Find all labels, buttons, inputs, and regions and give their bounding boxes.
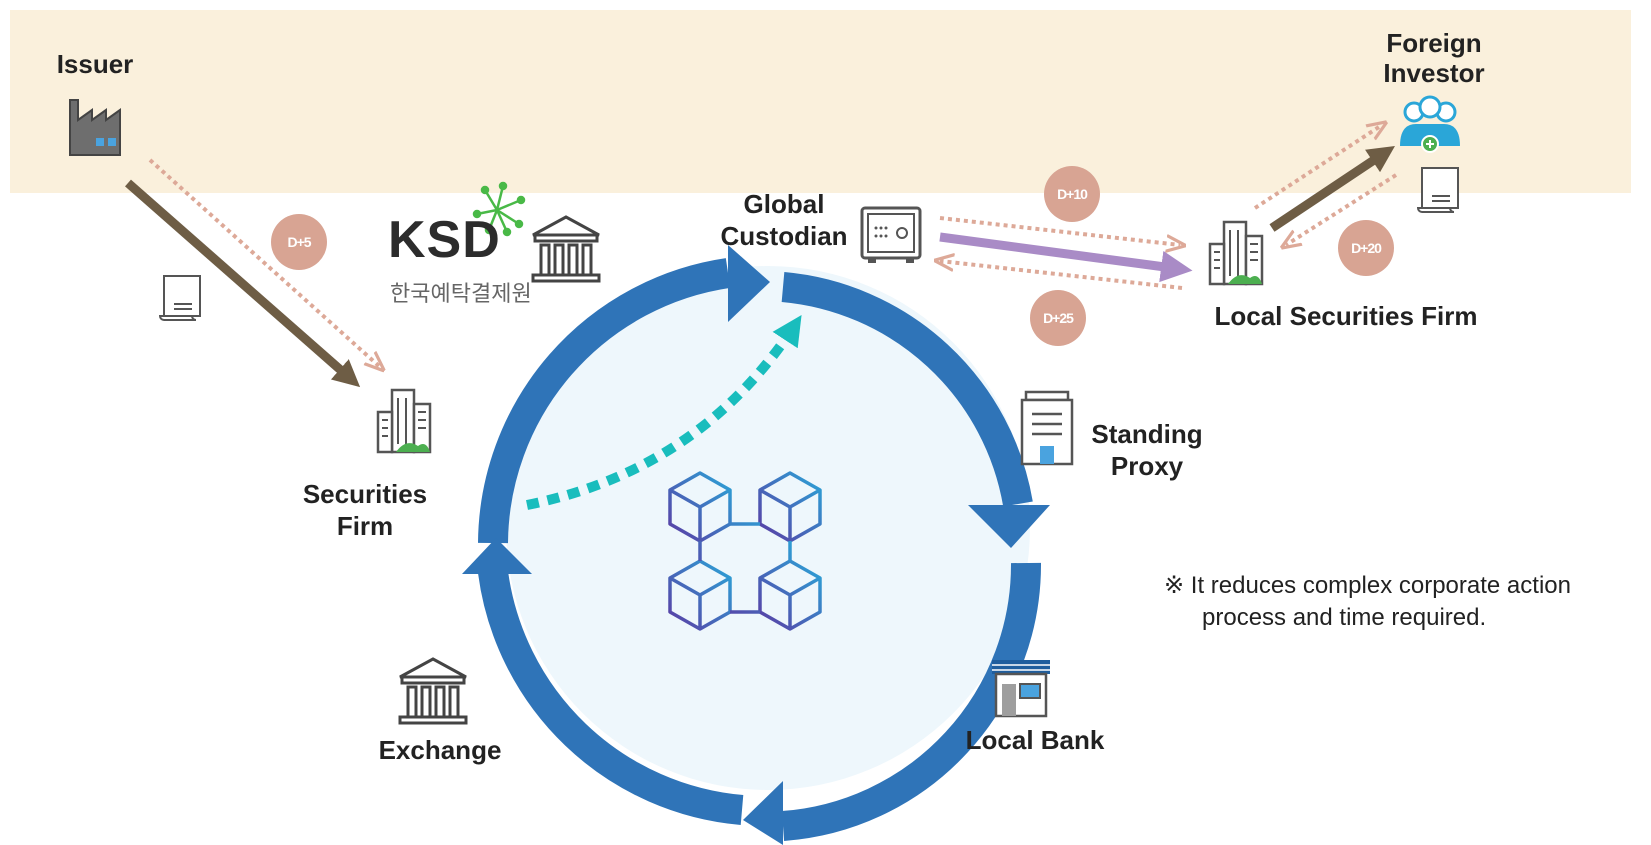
local-to-custodian-dotted-arrow <box>940 261 1183 290</box>
badge-d5: D+5 <box>271 214 327 270</box>
cycle-arrowhead-bottom <box>743 781 783 845</box>
securities-firm-label: Securities Firm <box>302 479 428 541</box>
cycle-arrowhead-top <box>728 245 770 322</box>
issuer-label: Issuer <box>56 49 134 79</box>
foreign-investor-label: Foreign Investor <box>1383 28 1485 88</box>
custodian-to-local-purple-arrow <box>939 232 1193 283</box>
factory-icon <box>69 99 121 156</box>
issuer-to-securities-solid-arrow <box>125 179 361 388</box>
local-securities-firm-label: Local Securities Firm <box>1214 301 1478 331</box>
badge-d25: D+25 <box>1030 290 1086 346</box>
cycle-arc-bottom-left <box>478 570 744 825</box>
local-to-investor-solid-arrow <box>1269 146 1395 232</box>
custodian-to-local-dotted-arrow <box>939 216 1180 245</box>
ksd-logo: KSD 한국예탁결제원 <box>388 210 538 310</box>
cycle-arc-top-left <box>478 258 731 544</box>
note-text: ※ It reduces complex corporate action pr… <box>1164 570 1571 634</box>
cycle-arrowhead-right <box>968 505 1050 548</box>
cycle-arc-top-right <box>781 272 1033 507</box>
exchange-label: Exchange <box>378 735 502 765</box>
local-bank-label: Local Bank <box>965 725 1105 755</box>
note-line-1: ※ It reduces complex corporate action <box>1164 572 1571 599</box>
safe-icon <box>860 206 922 263</box>
document-icon <box>158 275 201 321</box>
tower-building-icon <box>1020 390 1074 466</box>
cycle-arrowhead-left <box>462 538 532 574</box>
ksd-logo-text: KSD <box>388 211 501 269</box>
investor-group-icon <box>1400 95 1460 153</box>
note-line-2: process and time required. <box>1202 604 1487 631</box>
standing-proxy-label: Standing Proxy <box>1091 419 1203 481</box>
ksd-logo-mark <box>472 181 526 237</box>
office-building-icon <box>1208 220 1264 286</box>
badge-d20: D+20 <box>1338 220 1394 276</box>
teal-dotted-arrow <box>526 314 802 510</box>
exchange-icon <box>398 657 468 725</box>
blockchain-icon <box>668 471 822 631</box>
office-building-icon <box>376 388 432 454</box>
ksd-korean-name: 한국예탁결제원 <box>390 282 532 307</box>
document-icon <box>1416 167 1459 213</box>
local-to-investor-dotted-arrow <box>1253 125 1382 210</box>
cycle-arrowheads <box>462 245 1050 845</box>
top-band <box>10 10 1631 193</box>
institution-icon <box>531 215 601 283</box>
badge-d10: D+10 <box>1044 166 1100 222</box>
cycle-arc-bottom-right <box>781 562 1042 841</box>
issuer-to-securities-dotted-arrow <box>148 158 380 367</box>
investor-to-local-dotted-arrow <box>1286 173 1398 245</box>
cycle-arcs <box>478 258 1042 841</box>
global-custodian-label: Global Custodian <box>720 189 848 251</box>
store-icon <box>992 660 1050 718</box>
